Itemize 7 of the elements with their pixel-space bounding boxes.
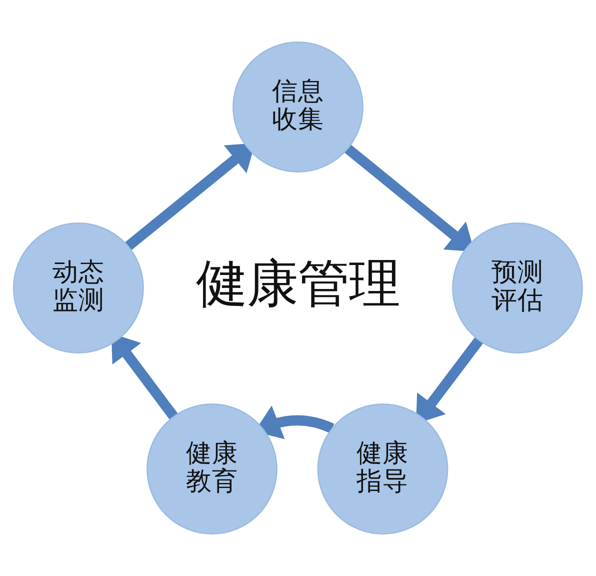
arrow (344, 144, 474, 252)
node-circle: 健康指导 (317, 404, 448, 534)
node-circle: 预测评估 (452, 222, 584, 354)
label: 健康管理 (196, 254, 400, 314)
node-circle: 健康教育 (146, 404, 278, 534)
node-circle: 动态监测 (12, 222, 144, 354)
node-circle: 信息收集 (232, 42, 364, 172)
